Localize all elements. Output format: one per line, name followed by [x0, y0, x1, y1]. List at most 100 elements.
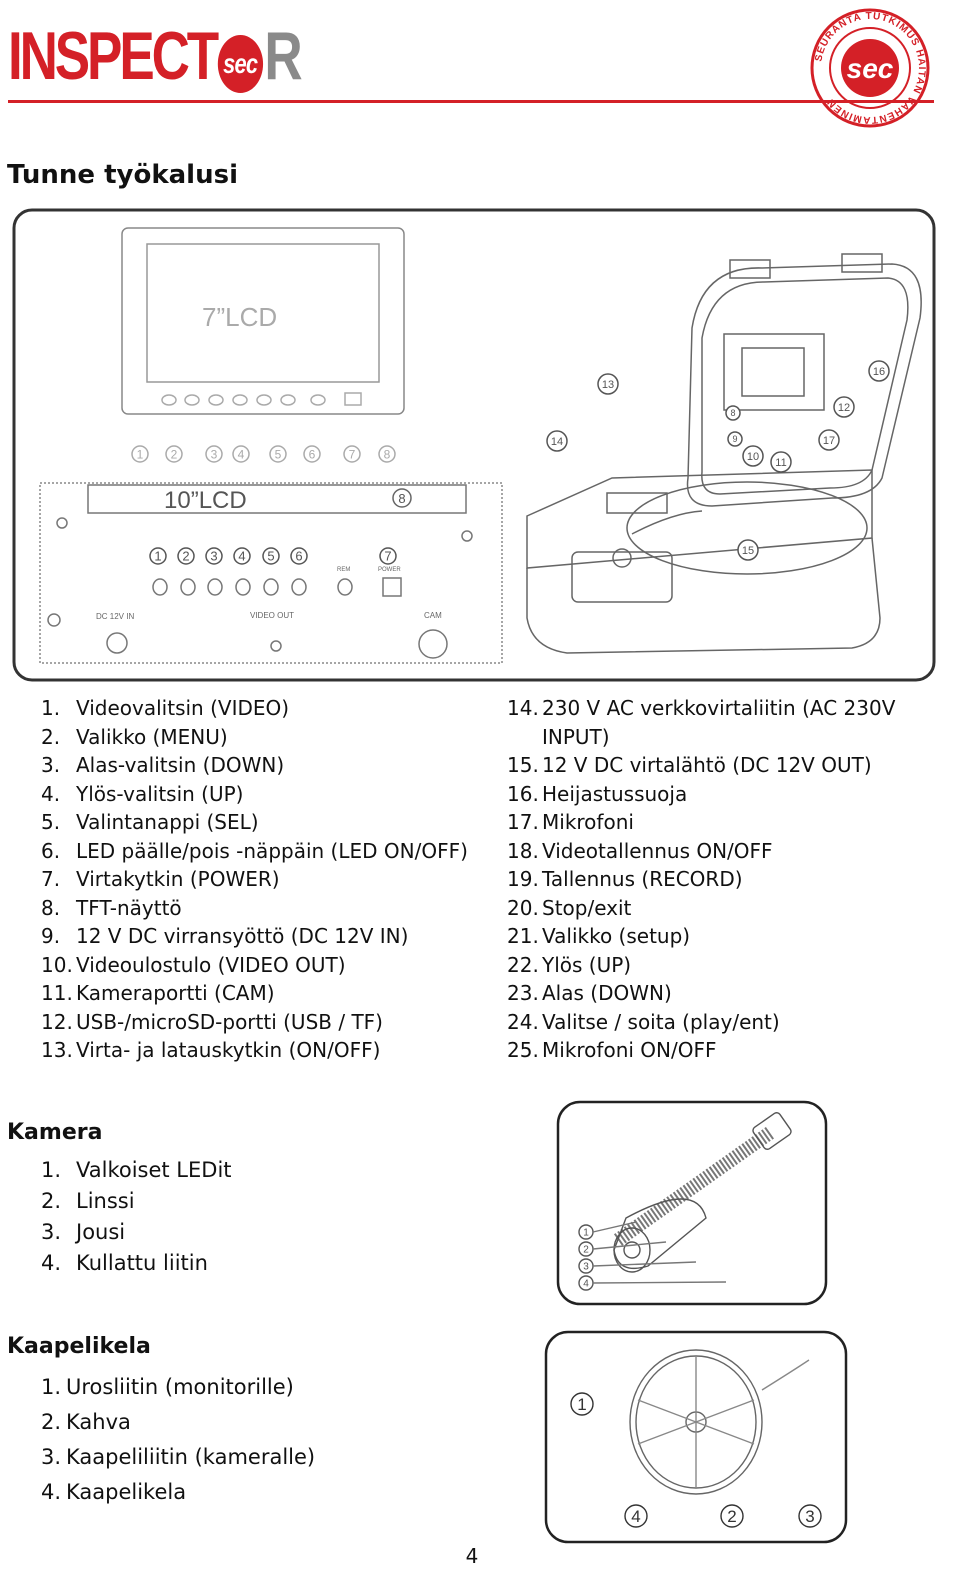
parts-left-item: 3.Alas-valitsin (DOWN) — [41, 751, 486, 780]
parts-right-item: 23.Alas (DOWN) — [507, 979, 927, 1008]
reel-item-number: 2. — [41, 1410, 62, 1434]
reel-item-number: 1. — [41, 1375, 62, 1399]
top-callout-3-text: 3 — [211, 447, 218, 461]
parts-left-item-text: 12 V DC virransyöttö (DC 12V IN) — [76, 924, 409, 948]
panel-callout-2-text: 2 — [182, 549, 189, 564]
camera-item: 3.Jousi — [41, 1217, 232, 1248]
camera-title: Kamera — [7, 1120, 103, 1145]
parts-right-item-number: 18. — [507, 838, 539, 863]
parts-right-item-text: Valitse / soita (play/ent) — [542, 1009, 780, 1034]
lcd7-button — [184, 394, 200, 406]
parts-left-item-number: 9. — [41, 924, 61, 948]
parts-list-left: 1.Videovalitsin (VIDEO)2.Valikko (MENU)3… — [41, 694, 486, 1065]
camera-callout-2-text: 2 — [583, 1245, 589, 1256]
parts-left-item-text: LED päälle/pois -näppäin (LED ON/OFF) — [76, 838, 468, 863]
reel-item-number: 4. — [41, 1480, 62, 1504]
panel-callout-4: 4 — [233, 547, 251, 565]
parts-right-item-text: Mikrofoni ON/OFF — [542, 1038, 717, 1062]
parts-left-item-text: Virtakytkin (POWER) — [76, 867, 280, 891]
parts-right-item: 20.Stop/exit — [507, 894, 927, 923]
camera-callout-4: 4 — [578, 1275, 594, 1291]
case-callout-11-8-text: 11 — [775, 457, 786, 469]
camera-item-number: 2. — [41, 1189, 62, 1213]
reel-item-text: Urosliitin (monitorille) — [66, 1375, 294, 1399]
lcd7-button — [161, 394, 177, 406]
reel-callout-1-text: 1 — [577, 1395, 586, 1414]
case-callout-10-7: 10 — [742, 445, 764, 467]
reel-callout-2: 2 — [720, 1504, 744, 1528]
parts-right-item-text: Mikrofoni — [542, 810, 634, 834]
camera-callout-2: 2 — [578, 1241, 594, 1257]
top-callout-5-text: 5 — [275, 447, 282, 461]
parts-left-item-number: 7. — [41, 867, 61, 891]
parts-left-item-text: USB-/microSD-portti (USB / TF) — [76, 1009, 383, 1034]
parts-left-item-text: Alas-valitsin (DOWN) — [76, 753, 285, 777]
top-callout-4: 4 — [232, 445, 250, 463]
camera-callout-1-text: 1 — [583, 1228, 589, 1239]
camera-item: 4.Kullattu liitin — [41, 1248, 232, 1279]
label-video-out: VIDEO OUT — [250, 611, 294, 620]
parts-right-item-text: Ylös (UP) — [542, 952, 632, 977]
parts-right-item: 15.12 V DC virtalähtö (DC 12V OUT) — [507, 751, 927, 780]
panel-button — [180, 578, 196, 596]
parts-left-item-number: 6. — [41, 838, 61, 863]
top-callout-4-text: 4 — [238, 447, 245, 461]
panel-callout-8: 8 — [398, 491, 405, 506]
parts-left-item-number: 13. — [41, 1038, 73, 1062]
parts-left-item: 13.Virta- ja latauskytkin (ON/OFF) — [41, 1036, 486, 1065]
parts-right-item-text: Stop/exit — [542, 895, 632, 920]
parts-left-item: 11.Kameraportti (CAM) — [41, 979, 486, 1008]
lcd7-button — [256, 394, 272, 406]
parts-right-item-number: 22. — [507, 952, 539, 977]
case-callout-17-9: 17 — [818, 429, 840, 451]
label-rem: REM — [337, 567, 350, 573]
camera-item: 1.Valkoiset LEDit — [41, 1155, 232, 1186]
reel-callout-4: 4 — [624, 1504, 648, 1528]
reel-item-number: 3. — [41, 1445, 62, 1469]
panel-callout-5: 5 — [262, 547, 280, 565]
case-callout-8-4-text: 8 — [730, 408, 735, 418]
case-callout-9-6-text: 9 — [732, 434, 737, 444]
lcd7-button — [310, 394, 326, 406]
panel-callout-3: 3 — [205, 547, 223, 565]
parts-left-item-text: Virta- ja latauskytkin (ON/OFF) — [76, 1038, 381, 1062]
reel-callout-3: 3 — [798, 1504, 822, 1528]
reel-item: 3.Kaapeliliitin (kameralle) — [41, 1440, 315, 1475]
camera-callout-3: 3 — [578, 1258, 594, 1274]
panel-callout-7-text: 7 — [384, 549, 391, 564]
camera-item-text: Linssi — [76, 1189, 135, 1213]
parts-right-item-text: Tallennus (RECORD) — [542, 867, 743, 891]
page-number: 4 — [465, 1544, 479, 1568]
reel-callout-4-text: 4 — [631, 1507, 640, 1526]
camera-item: 2. Linssi — [41, 1186, 232, 1217]
parts-left-item-number: 11. — [41, 981, 73, 1005]
parts-left-item: 2.Valikko (MENU) — [41, 723, 486, 752]
case-callout-14-1: 14 — [546, 430, 568, 452]
parts-left-item-text: Ylös-valitsin (UP) — [76, 781, 244, 806]
panel-callout-1: 1 — [149, 547, 167, 565]
camera-item-number: 3. — [41, 1220, 62, 1244]
parts-right-item: 24.Valitse / soita (play/ent) — [507, 1008, 927, 1037]
top-callout-2: 2 — [165, 445, 183, 463]
parts-left-item: 10.Videoulostulo (VIDEO OUT) — [41, 951, 486, 980]
header-rule — [8, 100, 934, 103]
lcd7-button — [208, 394, 224, 406]
camera-figure: 1 2 34 — [556, 1100, 828, 1306]
camera-item-text: Kullattu liitin — [76, 1251, 208, 1275]
parts-right-item-number: 17. — [507, 810, 539, 834]
parts-left-item: 4.Ylös-valitsin (UP) — [41, 780, 486, 809]
parts-left-item: 1.Videovalitsin (VIDEO) — [41, 694, 486, 723]
parts-right-item-number: 19. — [507, 867, 539, 891]
parts-left-item-number: 10. — [41, 952, 73, 977]
case-callout-15-2-text: 15 — [742, 545, 754, 557]
camera-item-number: 1. — [41, 1158, 62, 1182]
parts-left-item-number: 8. — [41, 895, 61, 920]
parts-right-item-text: Heijastussuoja — [542, 781, 688, 806]
case-callout-14-1-text: 14 — [551, 436, 563, 448]
section-title: Tunne työkalusi — [7, 160, 238, 190]
panel-callout-4-text: 4 — [238, 549, 245, 564]
case-callout-8-4: 8 — [725, 405, 741, 421]
